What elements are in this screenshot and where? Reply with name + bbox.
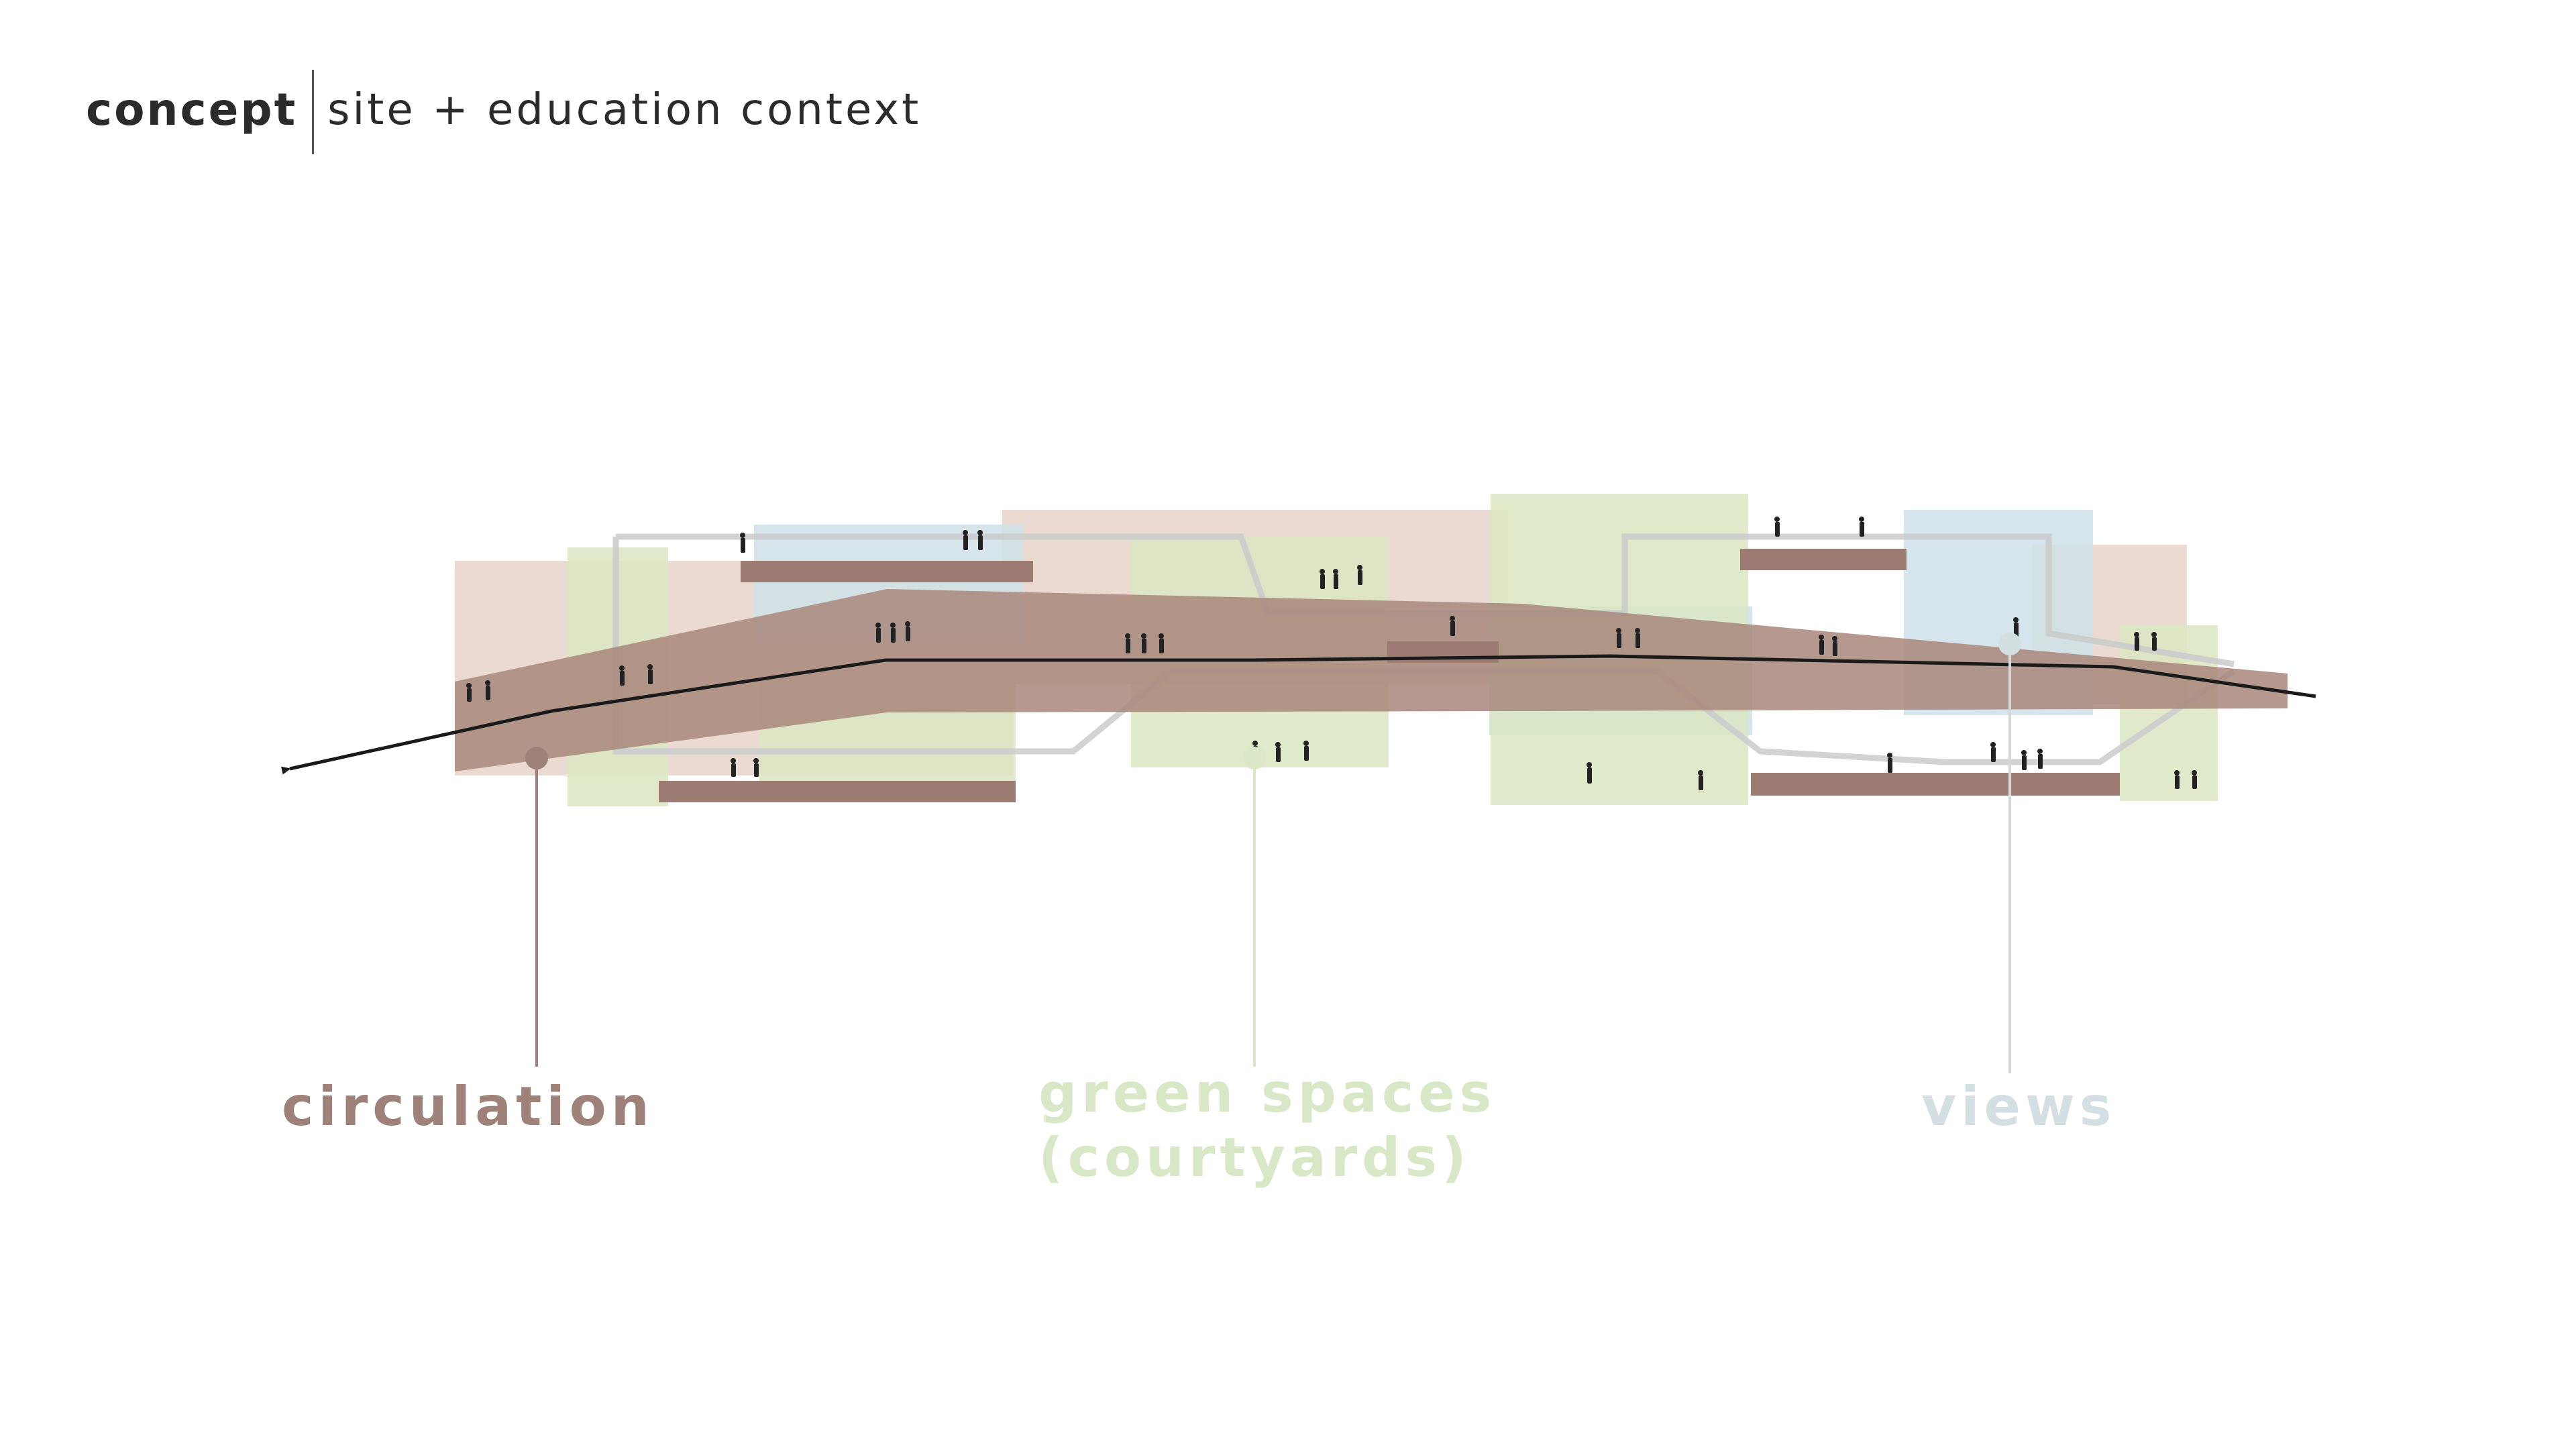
platform-5 [1751, 773, 2120, 796]
circulation-band [455, 589, 2288, 771]
legend-views-label: views [1921, 1075, 2116, 1138]
views-leader-dot [1998, 633, 2021, 655]
legend-green-spaces-line-2: (courtyards) [1038, 1126, 1471, 1189]
platform-1 [741, 561, 1033, 582]
green-leader-dot [1243, 747, 1266, 769]
circulation-leader-dot [525, 747, 548, 769]
header-title: concept [86, 84, 298, 136]
header-divider [312, 70, 315, 154]
page-header: concept site + education context [86, 70, 921, 154]
header-subtitle: site + education context [327, 85, 922, 135]
legend-green-spaces-label: green spaces (courtyards) [1038, 1061, 1496, 1190]
circulation-path [280, 654, 2316, 775]
legend-circulation-label: circulation [282, 1075, 654, 1138]
legend-leaders [525, 633, 2021, 1073]
legend-green-spaces-line-1: green spaces [1038, 1062, 1497, 1124]
platform-4 [1740, 549, 1907, 570]
platform-2 [659, 781, 1016, 802]
